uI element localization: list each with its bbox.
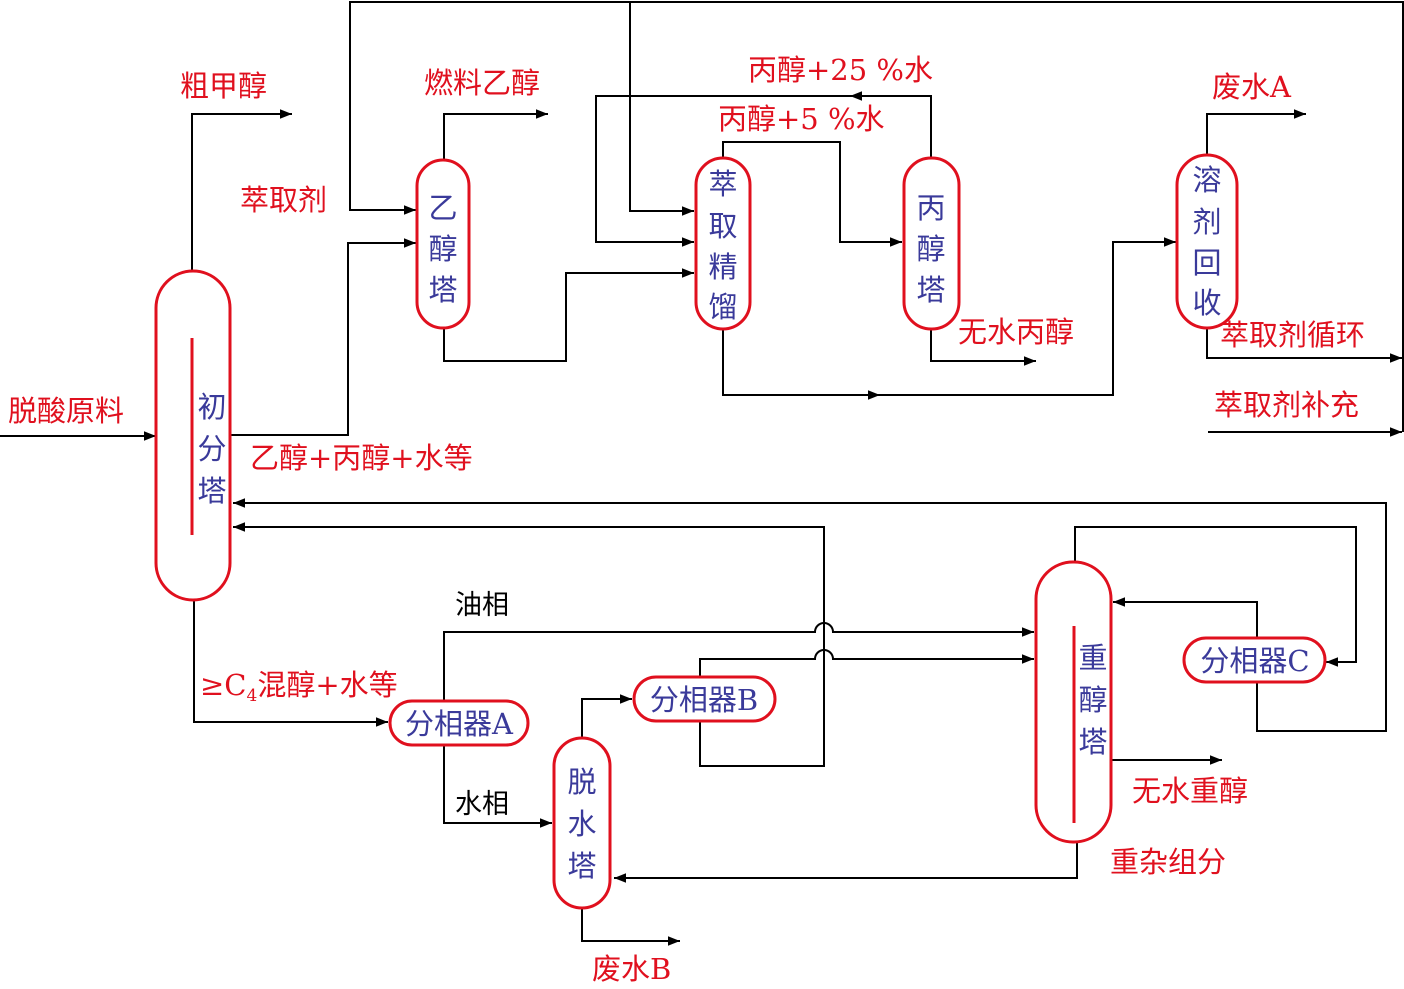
label-water-phase: 水相 <box>455 789 509 820</box>
separator-c[interactable]: 分相器C <box>1182 636 1327 684</box>
solvent-recovery-label-2: 剂 <box>1192 205 1221 239</box>
heavy-column-label-2: 醇 <box>1078 683 1107 717</box>
label-feed: 脱酸原料 <box>8 394 124 428</box>
pipe-c2-c3-mix <box>231 238 416 436</box>
separator-b[interactable]: 分相器B <box>632 675 777 723</box>
pipe-sep-c-reflux <box>1113 597 1258 645</box>
ed-label-4: 馏 <box>708 290 737 324</box>
initial-column-label-3: 塔 <box>197 474 226 508</box>
pipe-sep-b-oil <box>699 649 1034 681</box>
label-heavy-impurities: 重杂组分 <box>1110 845 1226 879</box>
dehydration-label-3: 塔 <box>567 849 596 883</box>
pipe-c4-mix <box>193 600 388 727</box>
label-extractant-recycle: 萃取剂循环 <box>1220 318 1365 352</box>
dehydration-label-1: 脱 <box>567 765 596 799</box>
solvent-recovery-label-3: 回 <box>1192 246 1221 280</box>
pipe-sep-b-water <box>233 522 825 767</box>
pipe-anhydrous-propanol <box>930 328 1036 366</box>
stream-labels: 脱酸原料 粗甲醇 燃料乙醇 萃取剂 乙醇+丙醇+水等 丙醇+25 %水 丙醇+5… <box>8 53 1365 986</box>
propanol-column-label-3: 塔 <box>916 273 945 307</box>
pipe-oil-phase <box>443 622 1034 706</box>
pipe-heavy-impurities <box>614 842 1078 883</box>
separator-c-label: 分相器C <box>1200 644 1309 678</box>
label-wastewater-b: 废水B <box>592 952 671 986</box>
initial-column-label-2: 分 <box>197 432 226 466</box>
pipe-ed-bottoms-a <box>722 328 880 400</box>
label-crude-methanol: 粗甲醇 <box>180 69 267 103</box>
ed-label-3: 精 <box>708 250 737 284</box>
dehydration-column[interactable]: 脱 水 塔 <box>552 736 612 910</box>
propanol-column[interactable]: 丙 醇 塔 <box>902 156 961 331</box>
pipe-ethanol-bottoms <box>443 268 694 362</box>
ethanol-column-label-2: 醇 <box>428 232 457 266</box>
propanol-column-label-2: 醇 <box>916 232 945 266</box>
pipe-water-phase <box>443 740 552 828</box>
pipe-ed-bottoms-b <box>880 237 1176 396</box>
label-c2-c3-mix: 乙醇+丙醇+水等 <box>250 441 473 475</box>
label-extractant-makeup: 萃取剂补充 <box>1214 388 1359 422</box>
dehydration-label-2: 水 <box>567 807 596 841</box>
label-fuel-ethanol: 燃料乙醇 <box>424 66 540 100</box>
pipe-extractant-branch <box>629 2 694 216</box>
extractive-distillation-column[interactable]: 萃 取 精 馏 <box>694 156 752 331</box>
pipe-extractant-loop <box>349 1 1404 432</box>
initial-column[interactable]: 初 分 塔 <box>154 269 232 602</box>
pipe-crude-methanol <box>191 109 292 270</box>
label-oil-phase: 油相 <box>455 590 509 621</box>
label-wastewater-a: 废水A <box>1212 70 1292 104</box>
pipe-wastewater-a <box>1206 109 1306 156</box>
label-c4-mix: ≥C4混醇+水等 <box>200 668 398 706</box>
pipe-propanol-25-water-b <box>595 95 850 247</box>
label-propanol-5-water: 丙醇+5 %水 <box>718 102 885 136</box>
pipe-wastewater-b <box>581 908 680 946</box>
pipe-propanol-25-water-a <box>850 91 932 160</box>
pipe-sep-c-water <box>233 498 1387 732</box>
ed-label-2: 取 <box>708 209 737 243</box>
label-anhydrous-heavy-alcohol: 无水重醇 <box>1132 774 1248 808</box>
heavy-alcohol-column[interactable]: 重 醇 塔 <box>1034 560 1113 844</box>
ethanol-column-label-3: 塔 <box>428 273 457 307</box>
initial-column-label-1: 初 <box>197 390 226 424</box>
separator-b-label: 分相器B <box>650 683 758 717</box>
label-c4-mix-prefix: ≥C <box>200 668 247 702</box>
pipes <box>0 1 1404 946</box>
ed-label-1: 萃 <box>708 167 737 201</box>
label-propanol-25-water: 丙醇+25 %水 <box>748 53 933 87</box>
pipe-heavy-overhead <box>1074 526 1357 667</box>
propanol-column-label-1: 丙 <box>916 191 945 225</box>
pipe-fuel-ethanol <box>443 109 548 160</box>
label-anhydrous-propanol: 无水丙醇 <box>958 315 1074 349</box>
pipe-extractant-recycle <box>1206 326 1402 363</box>
separator-a[interactable]: 分相器A <box>388 699 530 747</box>
solvent-recovery-label-1: 溶 <box>1192 163 1221 197</box>
pipe-dehydration-overhead <box>581 694 632 738</box>
label-extractant: 萃取剂 <box>240 183 327 217</box>
label-c4-mix-suffix: 混醇+水等 <box>257 668 397 702</box>
ethanol-column-label-1: 乙 <box>428 191 457 225</box>
heavy-column-label-1: 重 <box>1078 641 1107 675</box>
heavy-column-label-3: 塔 <box>1078 725 1107 759</box>
separator-a-label: 分相器A <box>405 707 514 741</box>
pipe-propanol-5-water <box>722 141 902 247</box>
label-c4-mix-sub: 4 <box>247 686 258 706</box>
solvent-recovery-label-4: 收 <box>1192 286 1221 320</box>
solvent-recovery-column[interactable]: 溶 剂 回 收 <box>1175 153 1239 330</box>
ethanol-column[interactable]: 乙 醇 塔 <box>415 158 471 330</box>
